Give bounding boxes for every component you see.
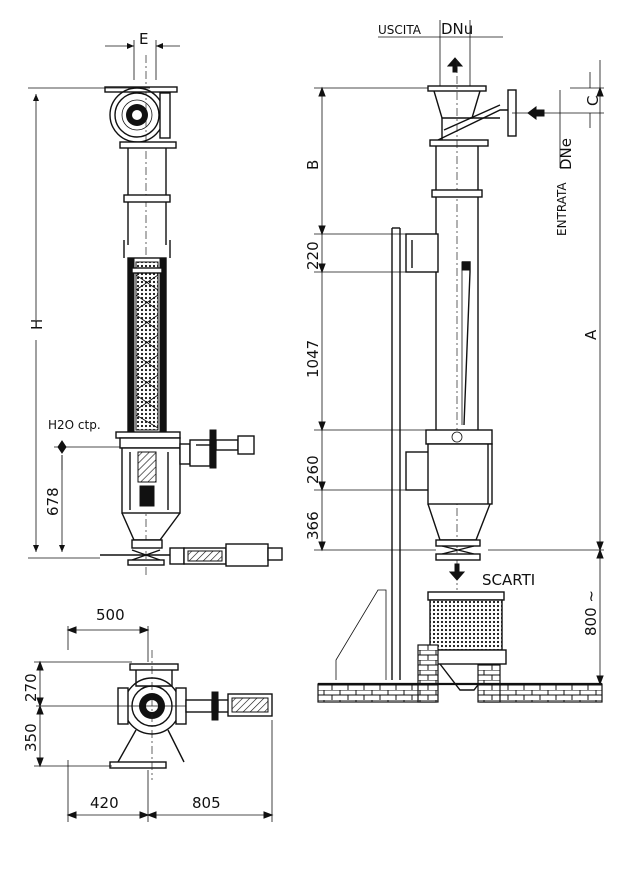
dim-350-label: 350 [22, 723, 40, 752]
dim-678-label: 678 [44, 487, 62, 516]
cyclone-head [427, 85, 517, 147]
plan-view: 500 [22, 606, 274, 822]
overall-dimension: A 800 ~ [488, 60, 604, 686]
dim-420-label: 420 [90, 794, 119, 812]
plan-body [36, 650, 240, 780]
dimension-500: 500 [66, 606, 150, 662]
dimension-h: H [28, 87, 150, 559]
dim-260-label: 260 [304, 455, 322, 484]
support-post [335, 227, 401, 680]
dim-500-label: 500 [96, 606, 125, 624]
dnu-label: DNu [441, 20, 473, 38]
dim-800-label: 800 ~ [582, 590, 600, 636]
upper-actuator [179, 429, 255, 469]
uscita-label: USCITA [378, 23, 422, 37]
entrata-label: ENTRATA [555, 182, 569, 236]
inlet-dimension: C DNe ENTRATA [512, 72, 604, 236]
dne-label: DNe [557, 138, 575, 170]
outlet-head [104, 86, 178, 149]
sieve-rotor-icon [126, 104, 148, 126]
front-view: E [28, 30, 283, 575]
scarti-label: SCARTI [482, 571, 535, 589]
outlet-label-group: USCITA DNu [378, 20, 503, 90]
dim-220-label: 220 [304, 241, 322, 270]
dimension-e: E [105, 30, 180, 80]
plan-horizontal-dimensions: 420 805 [66, 720, 274, 822]
lower-body [115, 431, 181, 566]
side-view: USCITA DNu [304, 20, 604, 703]
dim-b-label: B [304, 160, 322, 170]
plan-actuator [185, 691, 273, 721]
bottom-actuator [100, 543, 283, 567]
plan-vertical-dimensions: 270 350 [22, 660, 132, 768]
h2o-label: H2O ctp. [48, 418, 101, 432]
dim-c-label: C [584, 96, 602, 106]
water-connection: H2O ctp. 678 [44, 418, 120, 552]
floor [317, 644, 603, 703]
dim-h-label: H [28, 319, 46, 330]
separator-body [425, 429, 493, 581]
dim-805-label: 805 [192, 794, 221, 812]
dim-1047-label: 1047 [304, 340, 322, 378]
dim-270-label: 270 [22, 673, 40, 702]
column [123, 148, 171, 434]
dim-a-label: A [582, 329, 600, 340]
dim-366-label: 366 [304, 511, 322, 540]
wall-brackets [405, 233, 439, 491]
vertical-dimension-chain: B 220 1047 260 366 [304, 86, 436, 552]
dim-e-label: E [139, 30, 148, 48]
